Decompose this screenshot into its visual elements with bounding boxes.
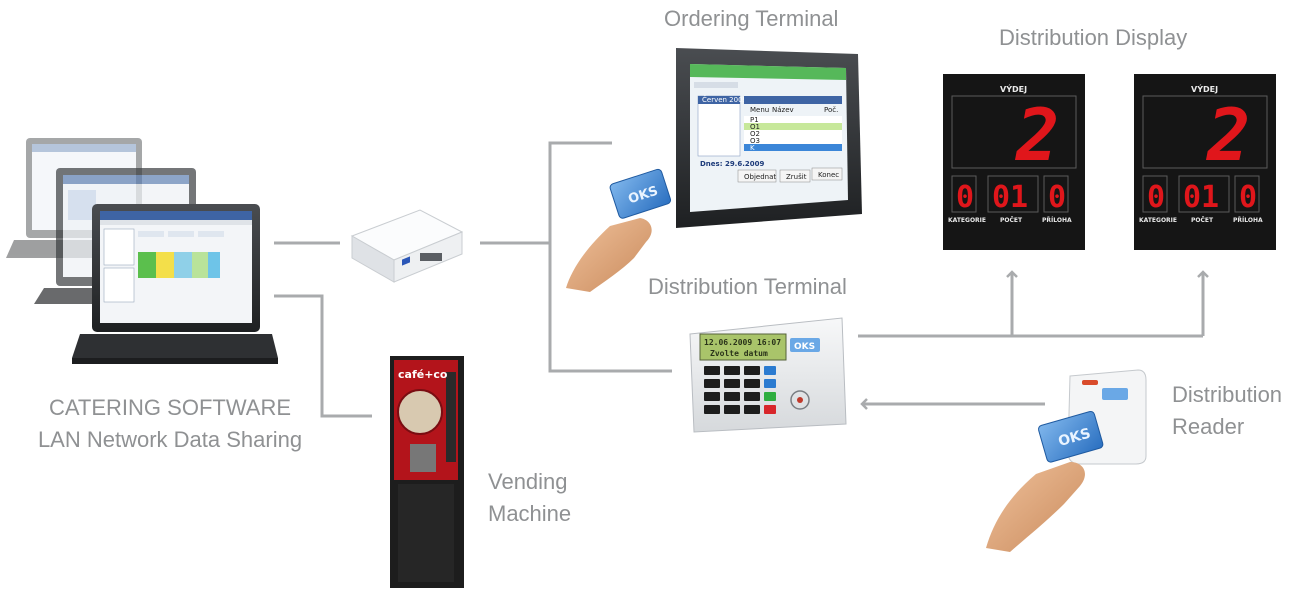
display-2-attachment-digit: 0 xyxy=(1239,180,1257,215)
menu-row-1: P1 xyxy=(750,116,759,124)
distribution-display-2: VÝDEJ 2 0 01 0 KATEGORIE POČET PŘÍLOHA xyxy=(1134,74,1276,250)
laptop-front xyxy=(72,204,278,364)
display-1-attachment-digit: 0 xyxy=(1048,180,1066,215)
display-2-big-digit: 2 xyxy=(1205,93,1250,177)
order-button[interactable] xyxy=(737,169,777,183)
label-catering-line2: LAN Network Data Sharing xyxy=(37,426,303,452)
column-qty: Poč. xyxy=(824,106,838,114)
label-ordering-terminal: Ordering Terminal xyxy=(664,6,839,31)
menu-row-5: K xyxy=(750,144,755,152)
distribution-terminal-device: 12.06.2009 16:07 Zvolte datum OKS xyxy=(689,317,847,433)
cancel-button[interactable] xyxy=(779,169,811,183)
calendar-month: Červen 2009 xyxy=(702,95,747,104)
terminal-lcd xyxy=(699,333,787,361)
label-catering-line1: CATERING SOFTWARE xyxy=(49,395,291,420)
label-reader-line1: Distribution xyxy=(1172,382,1283,407)
display-2-header: VÝDEJ xyxy=(1191,83,1218,94)
terminal-lcd-line1: 12.06.2009 16:07 xyxy=(704,338,781,347)
ordering-terminal-device: Červen 2009 Dnes: 29.6.2009 Menu Název P… xyxy=(676,48,862,228)
display-2-label-attachment: PŘÍLOHA xyxy=(1233,216,1263,224)
label-distribution-reader: Distribution Reader xyxy=(1172,379,1282,443)
connector-laptop-to-vending xyxy=(274,294,372,418)
hand-with-card-ordering: OKS xyxy=(566,168,672,292)
label-vending-line1: Vending xyxy=(488,469,568,494)
distribution-display-1: VÝDEJ 2 0 01 0 KATEGORIE POČET PŘÍLOHA xyxy=(943,74,1085,250)
network-converter-box xyxy=(350,209,464,283)
display-1-count-digits: 01 xyxy=(992,180,1028,215)
today-date: Dnes: 29.6.2009 xyxy=(700,160,764,168)
order-button-label: Objednat xyxy=(744,173,776,181)
cancel-button-label: Zrušit xyxy=(786,173,807,181)
display-2-category-digit: 0 xyxy=(1147,180,1165,215)
label-distribution-terminal: Distribution Terminal xyxy=(648,274,847,299)
display-1-label-attachment: PŘÍLOHA xyxy=(1042,216,1072,224)
column-menu: Menu xyxy=(750,106,769,114)
label-catering-software: CATERING SOFTWARE LAN Network Data Shari… xyxy=(20,392,320,456)
end-button-label: Konec xyxy=(818,171,839,179)
connector-branch xyxy=(548,141,672,373)
terminal-lcd-line2: Zvolte datum xyxy=(710,349,768,358)
display-2-count-digits: 01 xyxy=(1183,180,1219,215)
display-2-label-count: POČET xyxy=(1191,217,1214,224)
label-distribution-display: Distribution Display xyxy=(999,25,1188,50)
rfid-card-ordering xyxy=(609,168,672,219)
vending-brand: café+co xyxy=(398,368,448,381)
display-1-header: VÝDEJ xyxy=(1000,83,1027,94)
rfid-card-reader xyxy=(1038,410,1104,463)
label-vending-line2: Machine xyxy=(488,500,572,526)
terminal-brand: OKS xyxy=(794,342,815,352)
connectors xyxy=(274,141,1209,418)
laptop-stack xyxy=(6,138,278,364)
calendar-panel xyxy=(697,95,741,157)
display-1-label-category: KATEGORIE xyxy=(948,217,986,224)
label-reader-line2: Reader xyxy=(1172,413,1245,439)
label-vending-machine: Vending Machine xyxy=(488,466,571,530)
column-name: Název xyxy=(772,106,794,114)
display-2-label-category: KATEGORIE xyxy=(1139,217,1177,224)
hand-with-card-reader: OKS xyxy=(986,410,1104,552)
menu-row-2: O1 xyxy=(750,123,760,131)
display-1-big-digit: 2 xyxy=(1014,93,1059,177)
display-1-category-digit: 0 xyxy=(956,180,974,215)
end-button[interactable] xyxy=(811,167,843,181)
display-1-label-count: POČET xyxy=(1000,217,1023,224)
terminal-keypad[interactable] xyxy=(704,366,776,414)
vending-machine-device: café+co xyxy=(390,356,464,588)
menu-row-3: O2 xyxy=(750,130,760,138)
terminal-reader-target-icon xyxy=(790,390,810,410)
menu-row-4: O3 xyxy=(750,137,760,145)
